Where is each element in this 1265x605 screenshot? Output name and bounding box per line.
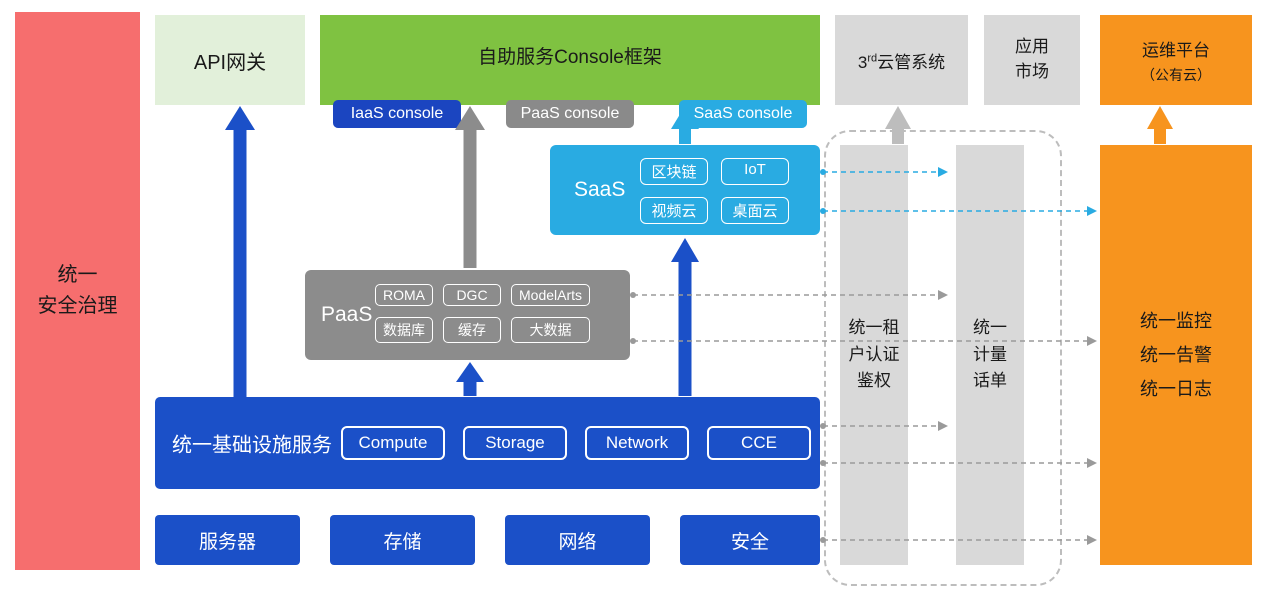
saas-chip-desktop-cloud: 桌面云 xyxy=(721,197,789,224)
console-buttons-row: IaaS console PaaS console SaaS console xyxy=(320,100,820,128)
paas-layer-box: PaaS ROMA DGC ModelArts 数据库 缓存 大数据 xyxy=(305,270,630,360)
saas-console-button: SaaS console xyxy=(679,100,807,128)
hardware-box-network: 网络 xyxy=(505,515,650,565)
third-party-cloud-mgmt-label: 3rd云管系统 xyxy=(857,51,946,72)
hardware-box-security: 安全 xyxy=(680,515,820,565)
paas-services-grid: ROMA DGC ModelArts 数据库 缓存 大数据 xyxy=(375,284,591,343)
arrow-iaas-to-saas xyxy=(671,238,699,396)
console-framework-title: 自助服务Console框架 xyxy=(478,47,662,68)
arrow-iaas-to-api-gateway xyxy=(225,106,255,397)
paas-chip-dgc: DGC xyxy=(443,284,501,306)
metering-billing-bar: 统一 计量 话单 xyxy=(956,145,1024,565)
app-market-box: 应用 市场 xyxy=(984,15,1080,105)
paas-chip-roma: ROMA xyxy=(375,284,433,306)
iaas-layer-label: 统一基础设施服务 xyxy=(172,434,332,457)
iaas-chip-cce: CCE xyxy=(707,426,811,460)
saas-services-grid: 区块链 IoT 视频云 桌面云 xyxy=(640,158,789,224)
hardware-box-server: 服务器 xyxy=(155,515,300,565)
iaas-layer-box: 统一基础设施服务 Compute Storage Network CCE xyxy=(155,397,820,489)
om-platform-subtitle: （公有云） xyxy=(1141,66,1211,83)
paas-chip-database: 数据库 xyxy=(375,317,433,343)
om-platform-box: 运维平台 （公有云） xyxy=(1100,15,1252,105)
iaas-console-button: IaaS console xyxy=(333,100,461,128)
iaas-chip-network: Network xyxy=(585,426,689,460)
console-framework-box: 自助服务Console框架 IaaS console PaaS console … xyxy=(320,15,820,128)
saas-chip-blockchain: 区块链 xyxy=(640,158,708,185)
api-gateway-box: API网关 xyxy=(155,15,305,105)
om-platform-title: 运维平台 xyxy=(1142,40,1210,60)
paas-layer-label: PaaS xyxy=(321,303,373,326)
monitor-alarm-log-bar: 统一监控 统一告警 统一日志 xyxy=(1100,145,1252,565)
third-party-cloud-mgmt-box: 3rd云管系统 xyxy=(835,15,968,105)
saas-layer-box: SaaS 区块链 IoT 视频云 桌面云 xyxy=(550,145,820,235)
superscript-rd: rd xyxy=(867,51,878,64)
iaas-chip-compute: Compute xyxy=(341,426,445,460)
iaas-services-row: Compute Storage Network CCE xyxy=(341,426,811,460)
hardware-box-storage: 存储 xyxy=(330,515,475,565)
arrow-monitor-to-om-platform xyxy=(1147,106,1173,144)
saas-layer-label: SaaS xyxy=(574,178,626,201)
paas-console-button: PaaS console xyxy=(506,100,634,128)
tenant-auth-bar: 统一租 户认证 鉴权 xyxy=(840,145,908,565)
paas-chip-bigdata: 大数据 xyxy=(511,317,591,343)
saas-chip-video-cloud: 视频云 xyxy=(640,197,708,224)
iaas-chip-storage: Storage xyxy=(463,426,567,460)
security-governance-bar: 统一 安全治理 xyxy=(15,12,140,570)
shared-services-frame xyxy=(824,130,1062,586)
arrow-iaas-to-paas xyxy=(456,362,484,396)
saas-chip-iot: IoT xyxy=(721,158,789,185)
paas-chip-modelarts: ModelArts xyxy=(511,284,591,306)
paas-chip-cache: 缓存 xyxy=(443,317,501,343)
